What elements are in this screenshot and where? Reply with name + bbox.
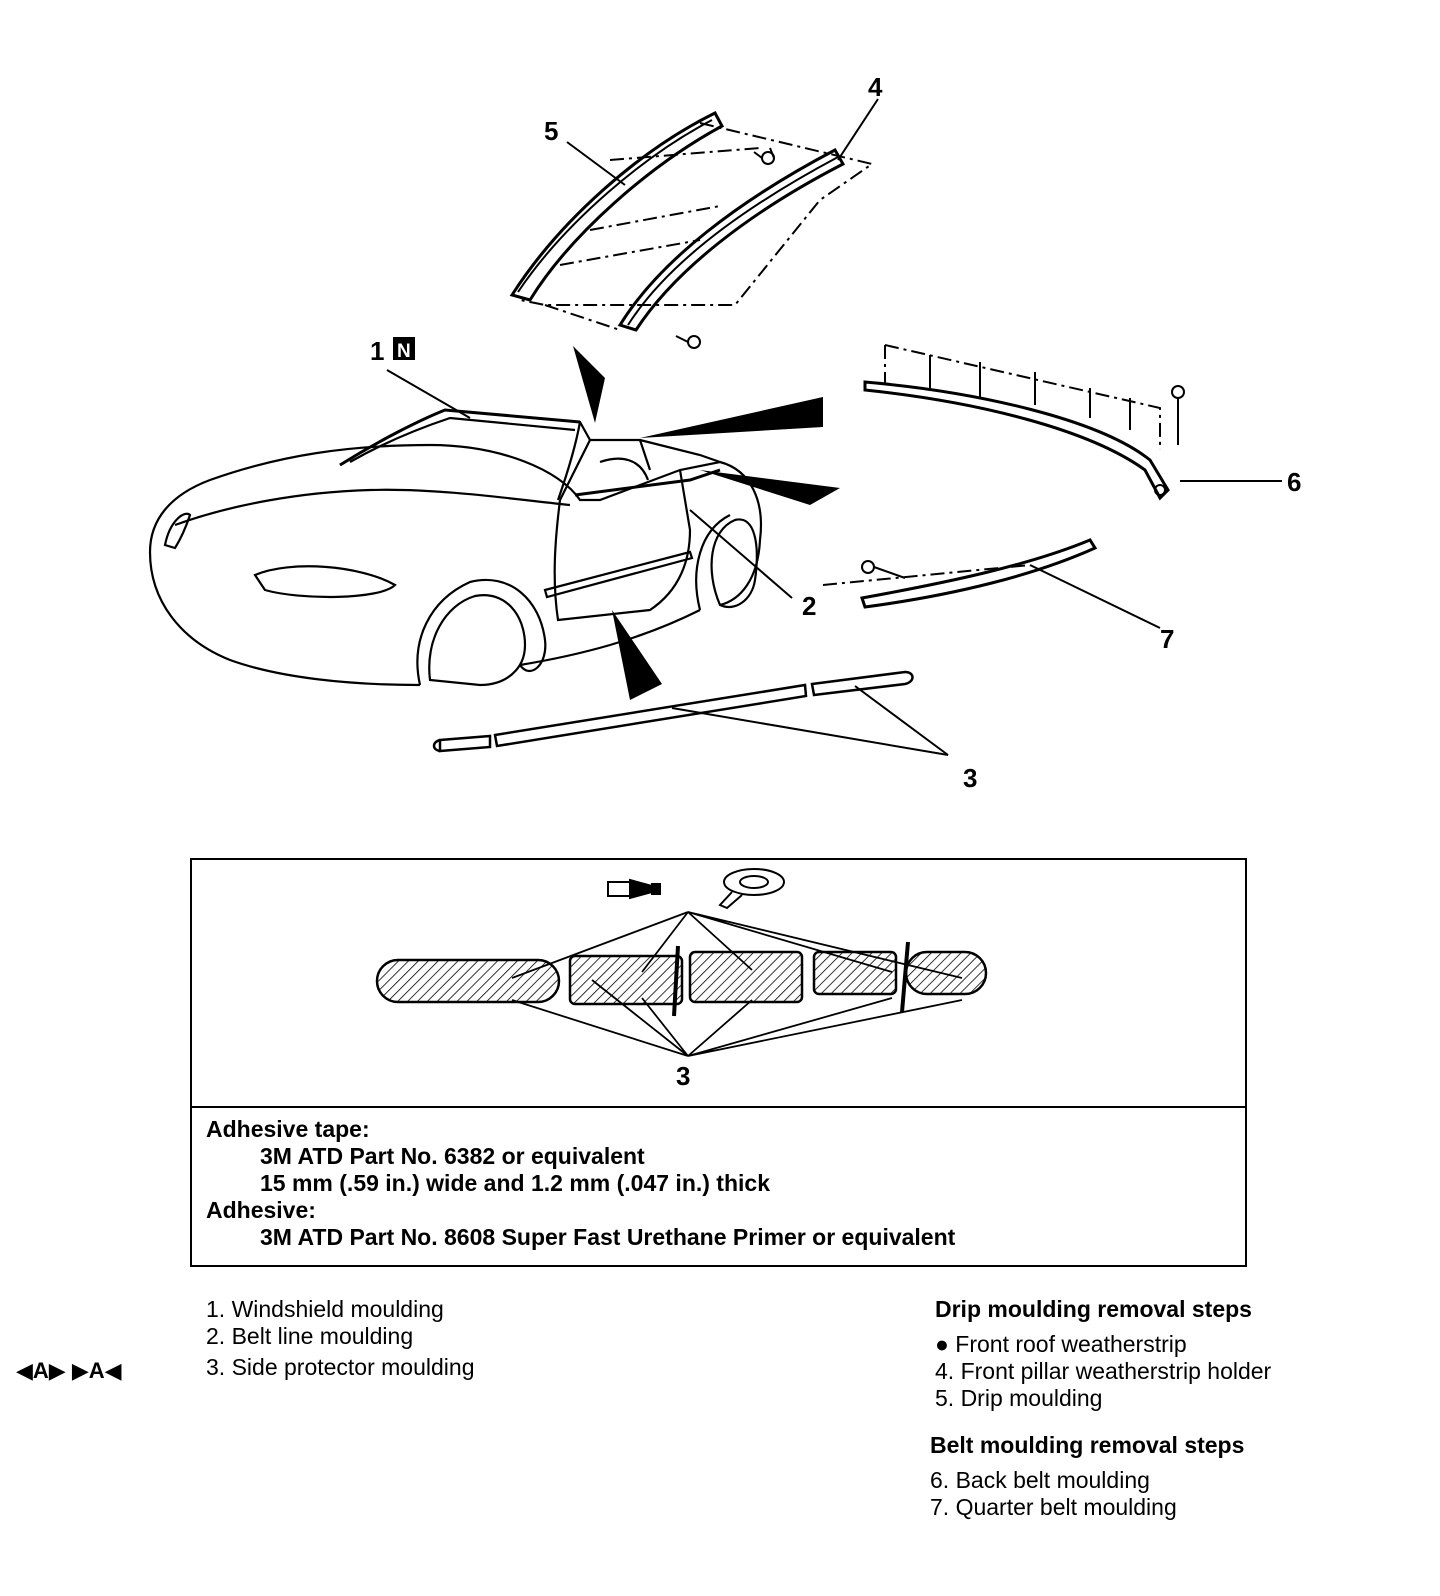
parts-list: 1. Windshield moulding 2. Belt line moul…	[206, 1296, 475, 1381]
callout-1-badge: N	[397, 341, 411, 362]
callout-1: 1	[370, 336, 384, 366]
list-item: 5. Drip moulding	[935, 1385, 1103, 1411]
spec-text: Adhesive tape: 3M ATD Part No. 6382 or e…	[206, 1116, 955, 1251]
list-item: 2. Belt line moulding	[206, 1323, 414, 1349]
drip-steps-title: Drip moulding removal steps	[935, 1296, 1252, 1322]
convertible-car-outline	[148, 408, 762, 687]
belt-steps-title: Belt moulding removal steps	[930, 1432, 1245, 1458]
new-part-badge	[393, 337, 415, 360]
callout-5: 5	[544, 116, 558, 146]
pointer-wedges	[573, 346, 840, 700]
callout-2: 2	[802, 591, 816, 621]
callout-7: 7	[1160, 624, 1174, 654]
windshield-moulding	[339, 408, 581, 467]
callout-4: 4	[868, 72, 883, 102]
callout-3-detail: 3	[676, 1061, 690, 1091]
list-item: 4. Front pillar weatherstrip holder	[935, 1358, 1272, 1384]
pointer-lines	[511, 911, 963, 1057]
tape-label: Adhesive tape:	[206, 1116, 370, 1142]
callout-6: 6	[1287, 467, 1301, 497]
adhesive-spec-box: 3 Adhesive tape: 3M ATD Part No. 6382 or…	[190, 858, 1247, 1267]
callout-3: 3	[963, 763, 977, 793]
tape-application-diagram: 3	[375, 868, 988, 1091]
list-item: 3. Side protector moulding	[206, 1354, 475, 1380]
service-marks: ◀A▶ ▶A◀	[16, 1358, 122, 1383]
leader-lines	[386, 98, 1282, 756]
tape-part: 3M ATD Part No. 6382 or equivalent	[260, 1143, 645, 1169]
list-item: 1. Windshield moulding	[206, 1296, 444, 1322]
belt-moulding-steps: Belt moulding removal steps 6. Back belt…	[930, 1432, 1244, 1521]
adhesive-part: 3M ATD Part No. 8608 Super Fast Urethane…	[260, 1224, 956, 1250]
drip-moulding-assembly	[509, 111, 875, 349]
list-item: 7. Quarter belt moulding	[930, 1494, 1177, 1520]
side-protector-moulding-pieces	[432, 670, 914, 753]
quarter-belt-moulding	[822, 538, 1098, 609]
list-item: ● Front roof weatherstrip	[935, 1331, 1187, 1357]
adhesive-label: Adhesive:	[206, 1197, 316, 1223]
primer-tube-icon	[607, 878, 661, 900]
back-belt-moulding	[863, 344, 1185, 501]
tape-roll-icon	[718, 868, 785, 910]
side-protector-strip	[375, 941, 988, 1017]
list-item: 6. Back belt moulding	[930, 1467, 1150, 1493]
drip-moulding-steps: Drip moulding removal steps ● Front roof…	[935, 1296, 1271, 1412]
spec-divider	[192, 1106, 1245, 1108]
exploded-view-diagram: 5 4 1 N 6 2 7 3	[148, 72, 1301, 793]
tape-size: 15 mm (.59 in.) wide and 1.2 mm (.047 in…	[260, 1170, 770, 1196]
